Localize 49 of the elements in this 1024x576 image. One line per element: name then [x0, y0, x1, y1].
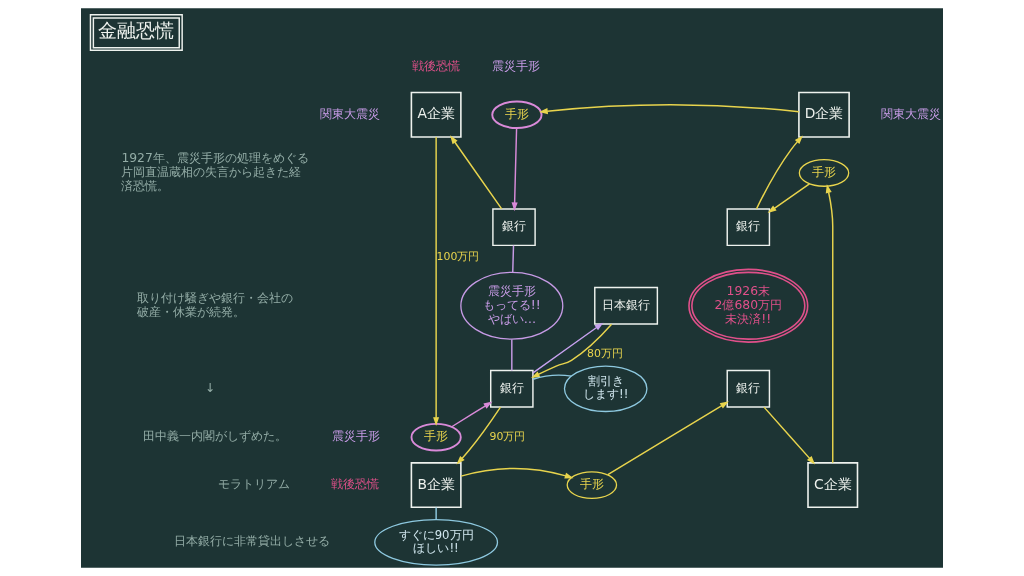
arrow [450, 135, 503, 210]
arrow [531, 323, 613, 378]
node-box: 銀行 [726, 208, 771, 247]
connector [435, 506, 437, 521]
node-ellipse: 震災手形もってる!! やばい… [460, 271, 564, 340]
connector [511, 338, 513, 372]
arrow [451, 401, 493, 428]
label: 取り付け騒ぎや銀行・会社の破産・休業が続発。 [136, 290, 293, 319]
arrow [767, 183, 811, 213]
label: 田中義一内閣がしずめた。 [142, 429, 287, 444]
arrow [825, 184, 834, 464]
label: モラトリアム [217, 477, 290, 492]
arrow [433, 136, 440, 426]
node-box: B企業 [410, 462, 462, 509]
node-label: 震災手形 [492, 58, 541, 73]
node-box: 日本銀行 [594, 286, 659, 325]
node-label: 関東大震災 [320, 106, 381, 121]
node-box: A企業 [410, 91, 462, 138]
arrow [456, 406, 502, 465]
node-box: D企業 [798, 91, 850, 138]
node-label: 震災手形 [332, 428, 381, 443]
label: 1927年、震災手形の処理をめぐる片岡直温蔵相の失言から起きた経済恐慌。 [121, 151, 309, 193]
arrow [755, 135, 803, 210]
edge-label: 90万円 [489, 429, 526, 443]
node-ellipse: すぐに90万円ほしい!! [374, 518, 499, 566]
node-label: 戦後恐慌 [412, 58, 461, 73]
arrow [539, 103, 800, 115]
node-ellipse: 割引きします!! [563, 365, 648, 413]
arrow [460, 467, 574, 479]
edge-label: 100万円 [436, 249, 480, 263]
node-box: C企業 [807, 462, 859, 509]
node-ellipse: 手形 [410, 422, 462, 452]
arrow [607, 401, 729, 476]
label: 日本銀行に非常貸出しさせる [173, 534, 330, 549]
arrow [511, 127, 518, 212]
node-label: 戦後恐慌 [331, 476, 380, 491]
node-box: 銀行 [492, 208, 536, 247]
connector [512, 244, 515, 273]
edge-label: 80万円 [587, 346, 623, 360]
node-ellipse: 手形 [798, 159, 850, 187]
node-box: 銀行 [726, 369, 771, 408]
node-label: 関東大震災 [880, 106, 941, 121]
arrow [532, 322, 604, 374]
label: ↓ [204, 380, 216, 395]
connector [532, 374, 573, 380]
arrow [763, 406, 816, 465]
node-box: 銀行 [489, 369, 534, 408]
node-ellipse: 手形 [491, 100, 543, 129]
diagram-title: 金融恐慌 [97, 19, 174, 42]
